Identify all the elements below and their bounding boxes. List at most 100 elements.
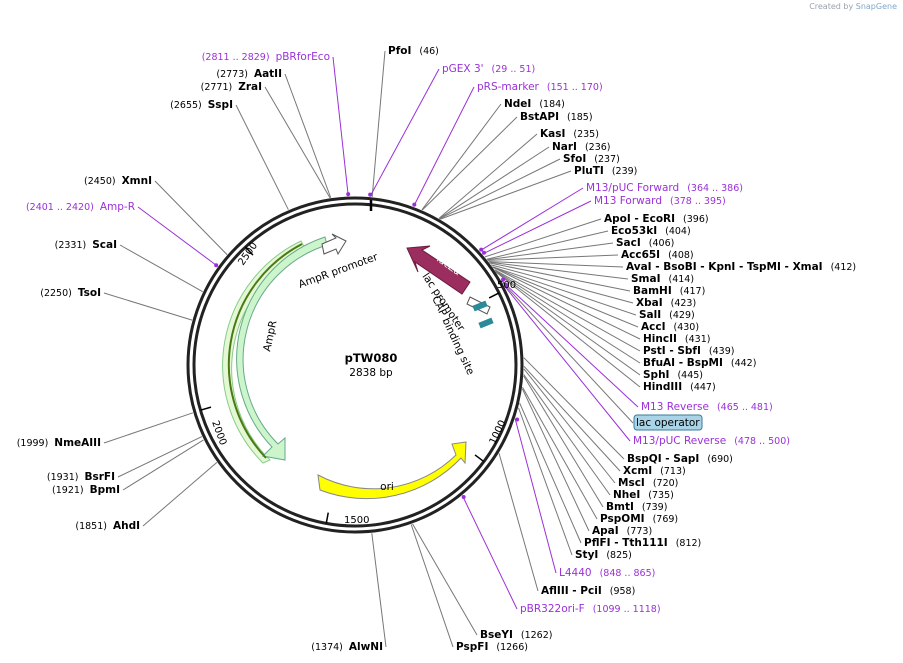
site-position: (2250) bbox=[40, 288, 72, 299]
site-name: BpmI bbox=[90, 484, 120, 496]
enzyme-label[interactable]: NheI(735) bbox=[613, 489, 674, 501]
primer-label[interactable]: pGEX 3' (29 .. 51) bbox=[442, 63, 535, 75]
enzyme-label[interactable]: HincII(431) bbox=[643, 333, 710, 345]
site-position: (2655) bbox=[170, 100, 202, 111]
site-position: (29 .. 51) bbox=[492, 64, 536, 75]
primer-label[interactable]: M13 Reverse(465 .. 481) bbox=[641, 401, 773, 413]
site-name: XbaI bbox=[636, 297, 663, 309]
enzyme-label[interactable]: (1921)BpmI bbox=[52, 484, 120, 496]
enzyme-label[interactable]: NarI(236) bbox=[552, 141, 611, 153]
ring-tick bbox=[244, 246, 254, 256]
enzyme-label[interactable]: ApoI - EcoRI(396) bbox=[604, 213, 709, 225]
enzyme-label[interactable]: (1851)AhdI bbox=[75, 520, 140, 532]
feature-ampr[interactable]: AmpR bbox=[222, 236, 328, 464]
connector-line bbox=[488, 261, 624, 268]
feature-cap-site[interactable]: CAP binding site bbox=[429, 294, 494, 377]
site-position: (825) bbox=[606, 550, 632, 561]
primer-label[interactable]: (2811 .. 2829)pBRforEco bbox=[202, 51, 330, 63]
connector-line bbox=[284, 73, 332, 198]
site-name: MscI bbox=[618, 477, 645, 489]
enzyme-label[interactable]: SalI(429) bbox=[639, 309, 695, 321]
enzyme-label[interactable]: HindIII(447) bbox=[643, 381, 716, 393]
enzyme-label[interactable]: StyI(825) bbox=[575, 549, 632, 561]
connector-line bbox=[122, 439, 204, 491]
enzyme-label[interactable]: SphI(445) bbox=[643, 369, 703, 381]
enzyme-label[interactable]: (2250)TsoI bbox=[40, 287, 101, 299]
enzyme-label[interactable]: BstAPI(185) bbox=[520, 111, 593, 123]
enzyme-label[interactable]: SfoI(237) bbox=[563, 153, 620, 165]
connector-line bbox=[495, 271, 641, 388]
connector-line bbox=[487, 254, 619, 261]
enzyme-label[interactable]: (2331)ScaI bbox=[55, 239, 117, 251]
enzyme-label[interactable]: PluTI(239) bbox=[574, 165, 637, 177]
enzyme-label[interactable]: (1931)BsrFI bbox=[47, 471, 115, 483]
primer-label[interactable]: M13/pUC Forward(364 .. 386) bbox=[586, 182, 743, 194]
connector-line bbox=[523, 357, 625, 460]
enzyme-label[interactable]: (1374)AlwNI bbox=[311, 641, 383, 653]
site-name: pGEX 3' bbox=[442, 63, 484, 75]
site-name: M13/pUC Reverse bbox=[633, 435, 726, 447]
connector-line bbox=[264, 86, 331, 199]
primer-site-mark bbox=[214, 263, 219, 268]
primer-site-mark bbox=[461, 495, 466, 500]
enzyme-label[interactable]: MscI(720) bbox=[618, 477, 678, 489]
site-position: (364 .. 386) bbox=[687, 183, 743, 194]
enzyme-label[interactable]: NdeI(184) bbox=[504, 98, 565, 110]
enzyme-label[interactable]: SacI(406) bbox=[616, 237, 674, 249]
connector-line bbox=[371, 50, 386, 197]
site-name: BamHI bbox=[633, 285, 672, 297]
site-name: SalI bbox=[639, 309, 661, 321]
enzyme-label[interactable]: (2655)SspI bbox=[170, 99, 233, 111]
enzyme-label[interactable]: BamHI(417) bbox=[633, 285, 705, 297]
feature-ampr-promoter[interactable]: AmpR promoter bbox=[297, 233, 380, 291]
connector-line bbox=[492, 266, 641, 340]
enzyme-label[interactable]: PspOMI(769) bbox=[600, 513, 678, 525]
enzyme-label[interactable]: BmtI(739) bbox=[606, 501, 667, 513]
enzyme-label[interactable]: (2771)ZraI bbox=[201, 81, 262, 93]
connector-line bbox=[518, 407, 573, 556]
enzyme-label[interactable]: XcmI(713) bbox=[623, 465, 686, 477]
enzyme-label[interactable]: PspFI(1266) bbox=[456, 641, 528, 653]
site-name: AvaI - BsoBI - KpnI - TspMI - XmaI bbox=[626, 261, 823, 273]
enzyme-label[interactable]: (2773)AatII bbox=[216, 68, 282, 80]
enzyme-label[interactable]: XbaI(423) bbox=[636, 297, 696, 309]
enzyme-label[interactable]: AccI(430) bbox=[641, 321, 699, 333]
enzyme-label[interactable]: PfoI(46) bbox=[388, 45, 439, 57]
feature-ori[interactable]: ori bbox=[317, 441, 467, 500]
connector-line bbox=[487, 242, 614, 261]
site-position: (2450) bbox=[84, 176, 116, 187]
connector-lines bbox=[103, 50, 641, 648]
site-name: XmnI bbox=[122, 175, 152, 187]
primer-label[interactable]: M13/pUC Reverse(478 .. 500) bbox=[633, 435, 790, 447]
enzyme-label[interactable]: AflIII - PciI(958) bbox=[541, 585, 635, 597]
site-labels: PfoI(46)pGEX 3' (29 .. 51) pRS-marker(151 … bbox=[17, 45, 856, 653]
enzyme-label[interactable]: BspQI - SapI(690) bbox=[627, 453, 733, 465]
site-position: (236) bbox=[585, 142, 611, 153]
enzyme-label[interactable]: KasI(235) bbox=[540, 128, 599, 140]
enzyme-label[interactable]: AvaI - BsoBI - KpnI - TspMI - XmaI (412) bbox=[626, 261, 856, 273]
enzyme-label[interactable]: BfuAI - BspMI(442) bbox=[643, 357, 756, 369]
enzyme-label[interactable]: SmaI(414) bbox=[631, 273, 694, 285]
feature-label[interactable]: lac operator bbox=[636, 417, 700, 429]
enzyme-label[interactable]: Acc65I(408) bbox=[621, 249, 694, 261]
primer-label[interactable]: M13 Forward(378 .. 395) bbox=[594, 195, 726, 207]
ampr-cds-line bbox=[227, 243, 303, 459]
connector-line bbox=[514, 418, 557, 574]
primer-label[interactable]: L4440(848 .. 865) bbox=[559, 567, 655, 579]
enzyme-label[interactable]: PstI - SbfI(439) bbox=[643, 345, 734, 357]
enzyme-label[interactable]: BseYI(1262) bbox=[480, 629, 552, 641]
enzyme-label[interactable]: ApaI(773) bbox=[592, 525, 652, 537]
primer-label[interactable]: pRS-marker(151 .. 170) bbox=[477, 81, 603, 93]
site-position: (46) bbox=[419, 46, 439, 57]
site-position: (447) bbox=[690, 382, 716, 393]
primer-label[interactable]: pBR322ori-F(1099 .. 1118) bbox=[520, 603, 661, 615]
site-position: (412) bbox=[831, 262, 857, 273]
primer-label[interactable]: (2401 .. 2420)Amp-R bbox=[26, 201, 135, 213]
enzyme-label[interactable]: PflFI - Tth111I(812) bbox=[584, 537, 701, 549]
site-position: (1999) bbox=[17, 438, 49, 449]
enzyme-label[interactable]: (1999)NmeAIII bbox=[17, 437, 101, 449]
ring-tick bbox=[488, 292, 500, 299]
credit-text: Created by bbox=[809, 2, 854, 11]
enzyme-label[interactable]: Eco53kI(404) bbox=[611, 225, 691, 237]
enzyme-label[interactable]: (2450) XmnI bbox=[84, 175, 152, 187]
